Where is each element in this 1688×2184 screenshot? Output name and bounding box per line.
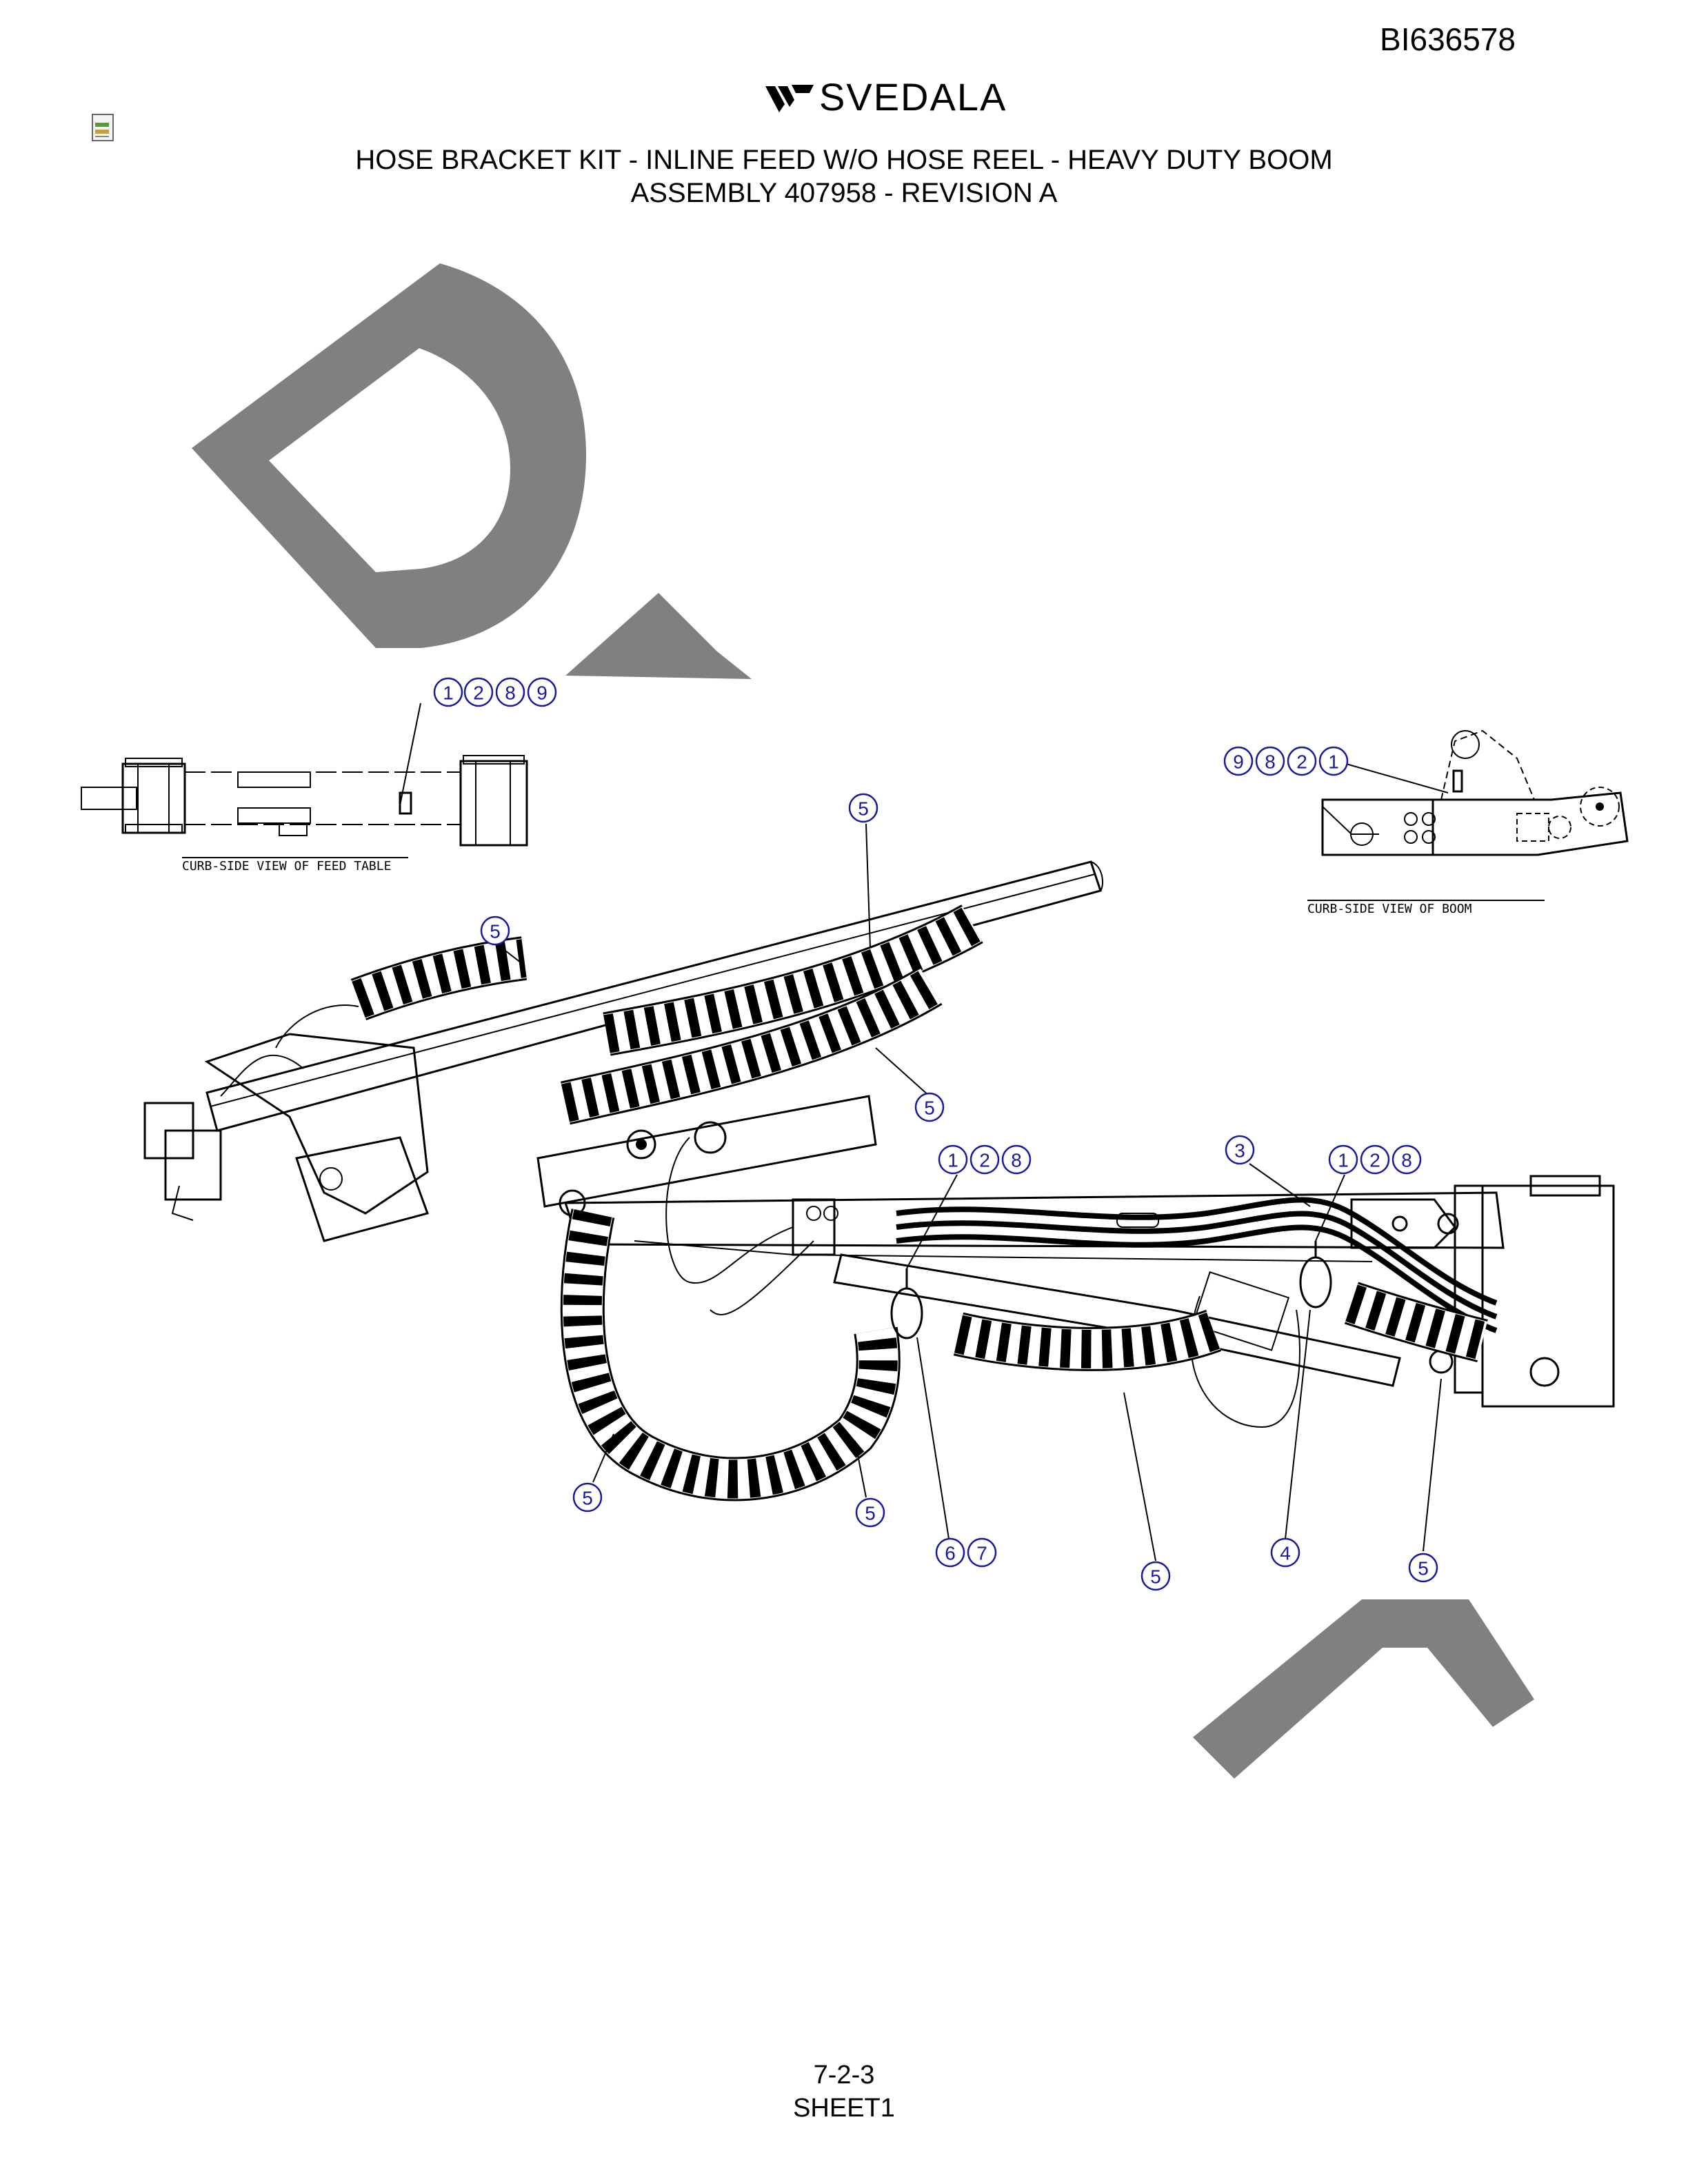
callout-sleeve-end[interactable]: 5: [1408, 1553, 1438, 1583]
spiral-sleeves: [350, 904, 1488, 1502]
svg-text:5: 5: [582, 1488, 593, 1509]
callout-sleeve-top[interactable]: 5: [848, 793, 878, 823]
callout-group-bracket-left[interactable]: 1 2 8: [938, 1144, 1032, 1175]
svg-text:2: 2: [979, 1150, 990, 1171]
svg-text:6: 6: [945, 1543, 956, 1564]
svg-text:2: 2: [1296, 751, 1307, 773]
brand-name: SVEDALA: [819, 75, 1007, 119]
feed-table-view-label: CURB-SIDE VIEW OF FEED TABLE: [182, 859, 391, 873]
svg-text:4: 4: [1280, 1543, 1291, 1564]
svedala-logo: SVEDALA: [764, 74, 1007, 119]
callout-group-bracket-right[interactable]: 1 2 8: [1328, 1144, 1422, 1175]
svg-text:5: 5: [490, 921, 501, 942]
clamps: [890, 1241, 1332, 1339]
draft-watermark: [192, 263, 1534, 1779]
callout-sleeve-left-top[interactable]: 5: [480, 916, 510, 946]
callout-group-feed-table[interactable]: 1 2 8 9: [433, 677, 557, 707]
boom-view-label: CURB-SIDE VIEW OF BOOM: [1307, 902, 1472, 916]
sheet-label: SHEET1: [793, 2094, 895, 2123]
svedala-logo-mark-icon: [765, 84, 814, 112]
svg-text:1: 1: [1328, 751, 1339, 773]
svg-text:9: 9: [1233, 751, 1244, 773]
svg-text:8: 8: [1265, 751, 1276, 773]
svg-text:5: 5: [924, 1098, 935, 1119]
callout-group-boom-view[interactable]: 9 8 2 1: [1223, 746, 1349, 776]
svg-text:9: 9: [536, 682, 547, 704]
callout-sleeve-loop-right[interactable]: 5: [855, 1497, 885, 1528]
callout-clamp-4[interactable]: 4: [1270, 1537, 1300, 1568]
boom-assembly: [559, 1175, 1615, 1408]
svg-text:3: 3: [1234, 1140, 1245, 1162]
watermark-letter-t: [1193, 1599, 1534, 1779]
callout-hose-3[interactable]: 3: [1225, 1135, 1255, 1165]
svg-text:7: 7: [976, 1543, 987, 1564]
callout-sleeve-mid[interactable]: 5: [914, 1092, 945, 1122]
svg-text:2: 2: [1369, 1150, 1380, 1171]
title-line-2: ASSEMBLY 407958 - REVISION A: [630, 178, 1058, 208]
leader-lines: [499, 763, 1449, 1561]
svg-text:2: 2: [473, 682, 484, 704]
svg-text:1: 1: [947, 1150, 958, 1171]
watermark-letter-d: [192, 263, 586, 648]
callout-group-clamp-6-7[interactable]: 6 7: [935, 1537, 997, 1568]
boom-view: CURB-SIDE VIEW OF BOOM: [1307, 729, 1629, 916]
svg-text:8: 8: [505, 682, 516, 704]
title-line-1: HOSE BRACKET KIT - INLINE FEED W/O HOSE …: [355, 145, 1333, 175]
hose-bundle: [220, 1004, 1498, 1428]
svg-text:5: 5: [1418, 1558, 1429, 1579]
svg-text:1: 1: [443, 682, 454, 704]
svg-text:8: 8: [1011, 1150, 1022, 1171]
svg-text:8: 8: [1401, 1150, 1412, 1171]
callout-sleeve-loop-left[interactable]: 5: [572, 1482, 603, 1513]
watermark-letter-r: [565, 593, 752, 679]
page-number: 7-2-3: [813, 2061, 875, 2090]
drawing-title: HOSE BRACKET KIT - INLINE FEED W/O HOSE …: [0, 143, 1688, 210]
document-icon[interactable]: [91, 113, 117, 143]
page-footer: 7-2-3 SHEET1: [0, 2059, 1688, 2125]
svg-text:5: 5: [1150, 1566, 1161, 1588]
svg-text:1: 1: [1338, 1150, 1349, 1171]
document-id: BI636578: [1380, 21, 1516, 57]
feed-table-view: CURB-SIDE VIEW OF FEED TABLE: [81, 702, 528, 873]
svg-text:5: 5: [858, 798, 869, 820]
callout-sleeve-bottom[interactable]: 5: [1141, 1561, 1171, 1591]
svg-text:5: 5: [865, 1503, 876, 1524]
